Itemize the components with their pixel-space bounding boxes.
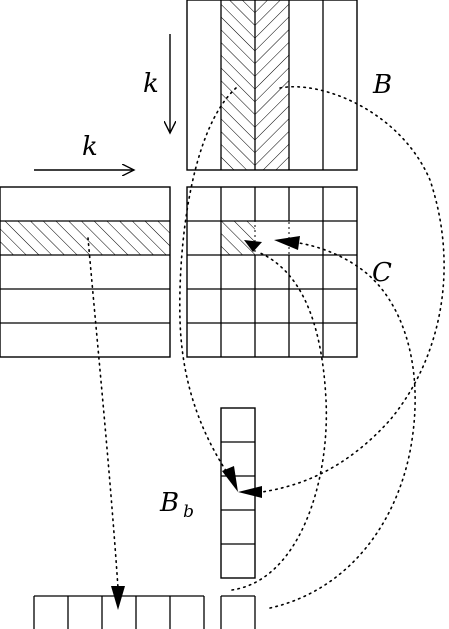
- matrix-c-frame: [186, 186, 358, 358]
- arrowhead-to-bb-left: [222, 466, 238, 492]
- path-c-buffer-to-c: [269, 241, 416, 609]
- matrix-a: [0, 186, 171, 358]
- path-b-column-to-buffer-2: [261, 86, 445, 493]
- matrix-a-frame: [0, 186, 171, 358]
- matrix-b-frame: [186, 0, 358, 171]
- label-b: B: [372, 70, 392, 100]
- label-k-vertical: k: [143, 69, 159, 99]
- matrix-c-hatch-cell: [221, 221, 255, 255]
- matrix-b-hatch-right: [255, 0, 289, 170]
- arrowheads: [111, 236, 300, 610]
- arrowhead-to-bb-right: [238, 486, 262, 498]
- path-buffer-to-c-cell: [231, 251, 328, 591]
- matrix-a-hatch-row: [0, 221, 170, 255]
- buffer-c-cell: [220, 595, 256, 629]
- arrowhead-to-c-dashed: [274, 236, 300, 250]
- movement-paths: [87, 86, 445, 609]
- matrix-c: [186, 186, 358, 358]
- path-a-row-to-buffer: [87, 237, 119, 589]
- label-bb: B b: [159, 488, 194, 522]
- label-bb-main: B: [159, 488, 179, 518]
- label-c: C: [372, 258, 392, 288]
- label-bb-sub: b: [183, 502, 194, 522]
- matrix-b: [186, 0, 358, 171]
- arrowhead-to-a-buffer: [111, 586, 125, 610]
- arrowhead-to-c-hatch: [244, 240, 262, 252]
- matrix-b-hatch-left: [221, 0, 255, 170]
- matrix-c-dashed-cell: [254, 220, 290, 256]
- label-k-horizontal: k: [82, 132, 98, 162]
